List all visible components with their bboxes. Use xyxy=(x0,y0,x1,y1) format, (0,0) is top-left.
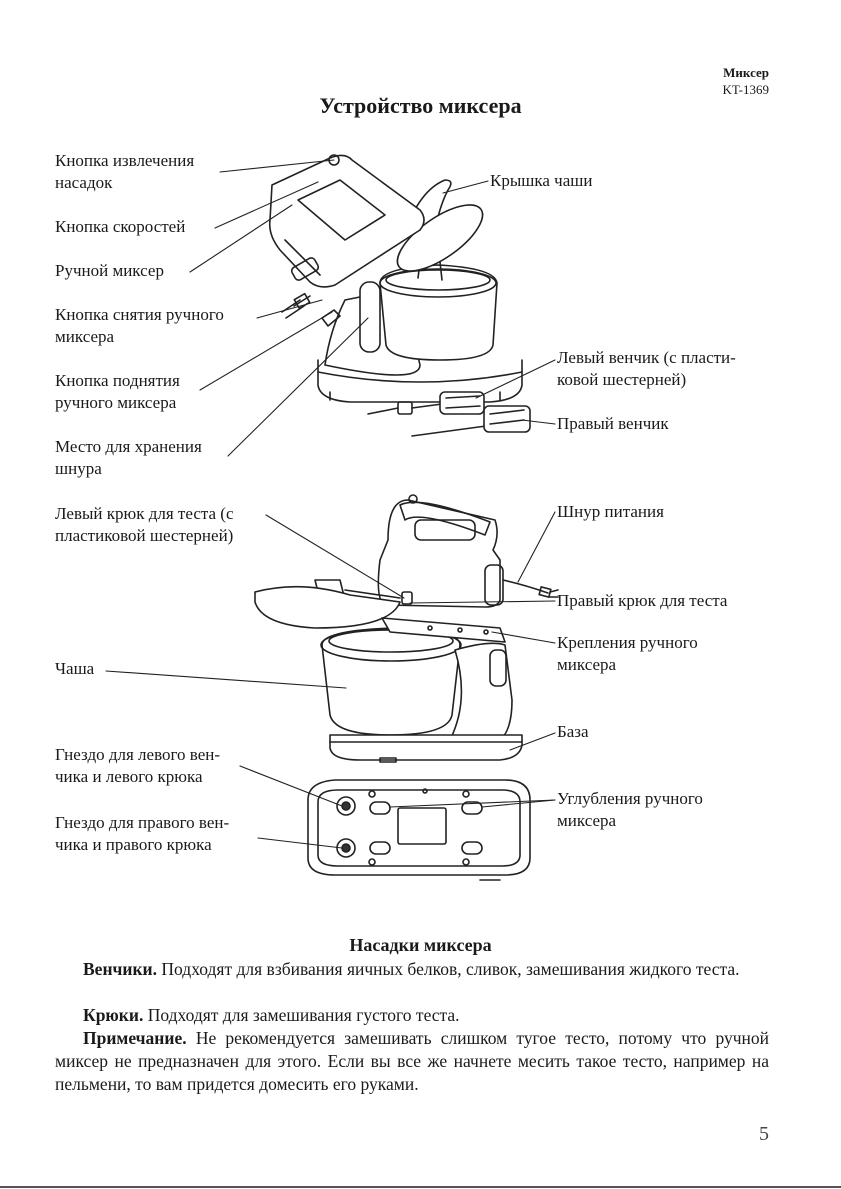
label-line: чика и правого крюка xyxy=(55,835,212,854)
label-line: Кнопка снятия ручного xyxy=(55,305,224,324)
hooks-text: Подходят для замешивания густого теста. xyxy=(147,1005,460,1025)
label-line: миксера xyxy=(557,811,617,830)
middle-mixer-illustration xyxy=(254,494,559,763)
label-line: насадок xyxy=(55,173,113,192)
hooks-paragraph: Крюки. Подходят для замешивания густого … xyxy=(55,1004,769,1027)
label-eject-button: Кнопка извлечения насадок xyxy=(55,150,194,194)
label-left-hook: Левый крюк для теста (с пластиковой шест… xyxy=(55,503,234,547)
label-mixer-mounts: Крепления ручного миксера xyxy=(557,632,698,676)
top-mixer-illustration xyxy=(268,154,531,437)
label-right-socket: Гнездо для правого вен- чика и правого к… xyxy=(55,812,229,856)
label-bowl-lid: Крышка чаши xyxy=(490,171,593,190)
label-line: Углубления ручного xyxy=(557,789,703,808)
page-title: Устройство миксера xyxy=(319,93,522,118)
leader-lines xyxy=(105,159,556,849)
whisks-text: Подходят для взбивания яичных белков, сл… xyxy=(161,959,740,979)
label-line: пластиковой шестерней) xyxy=(55,526,234,545)
label-base: База xyxy=(557,722,589,741)
label-hand-mixer: Ручной миксер xyxy=(55,261,164,280)
label-left-whisk: Левый венчик (с пласти- ковой шестерней) xyxy=(557,347,736,391)
label-left-socket: Гнездо для левого вен- чика и левого крю… xyxy=(55,744,220,788)
header-model: KT-1369 xyxy=(722,82,769,97)
header: Миксер KT-1369 xyxy=(723,64,769,98)
base-top-view-illustration xyxy=(307,779,531,881)
page-number: 5 xyxy=(759,1123,769,1145)
whisks-term: Венчики. xyxy=(83,959,158,979)
label-release-button: Кнопка снятия ручного миксера xyxy=(55,304,224,348)
label-line: Кнопка извлечения xyxy=(55,151,195,170)
note-paragraph: Примечание. Не рекомендуется замешивать … xyxy=(55,1027,769,1096)
label-line: Крепления ручного xyxy=(557,633,698,652)
attachments-title: Насадки миксера xyxy=(349,935,492,955)
label-line: чика и левого крюка xyxy=(55,767,203,786)
note-term: Примечание. xyxy=(83,1028,187,1048)
label-line: Левый крюк для теста (с xyxy=(55,504,234,523)
label-lift-button: Кнопка поднятия ручного миксера xyxy=(55,370,180,414)
label-line: Кнопка поднятия xyxy=(55,371,180,390)
label-line: Место для хранения xyxy=(55,437,202,456)
label-line: миксера xyxy=(557,655,617,674)
label-right-hook: Правый крюк для теста xyxy=(557,591,728,610)
label-line: шнура xyxy=(55,459,102,478)
label-power-cord: Шнур питания xyxy=(557,502,664,521)
label-right-whisk: Правый венчик xyxy=(557,414,669,433)
label-line: миксера xyxy=(55,327,115,346)
header-product: Миксер xyxy=(723,65,769,80)
bottom-rule xyxy=(0,1186,841,1188)
whisks-paragraph: Венчики. Подходят для взбивания яичных б… xyxy=(55,958,769,981)
label-line: ручного миксера xyxy=(55,393,177,412)
label-mixer-recesses: Углубления ручного миксера xyxy=(557,788,703,832)
label-line: Гнездо для правого вен- xyxy=(55,813,230,832)
label-speed-button: Кнопка скоростей xyxy=(55,217,186,236)
label-line: Гнездо для левого вен- xyxy=(55,745,221,764)
label-line: Левый венчик (с пласти- xyxy=(557,348,736,367)
hooks-term: Крюки. xyxy=(83,1005,144,1025)
label-cord-storage: Место для хранения шнура xyxy=(55,436,202,480)
note-text: Не рекомендуется замешивать слишком туго… xyxy=(55,1028,769,1094)
label-line: ковой шестерней) xyxy=(557,370,687,389)
label-bowl: Чаша xyxy=(55,659,95,678)
